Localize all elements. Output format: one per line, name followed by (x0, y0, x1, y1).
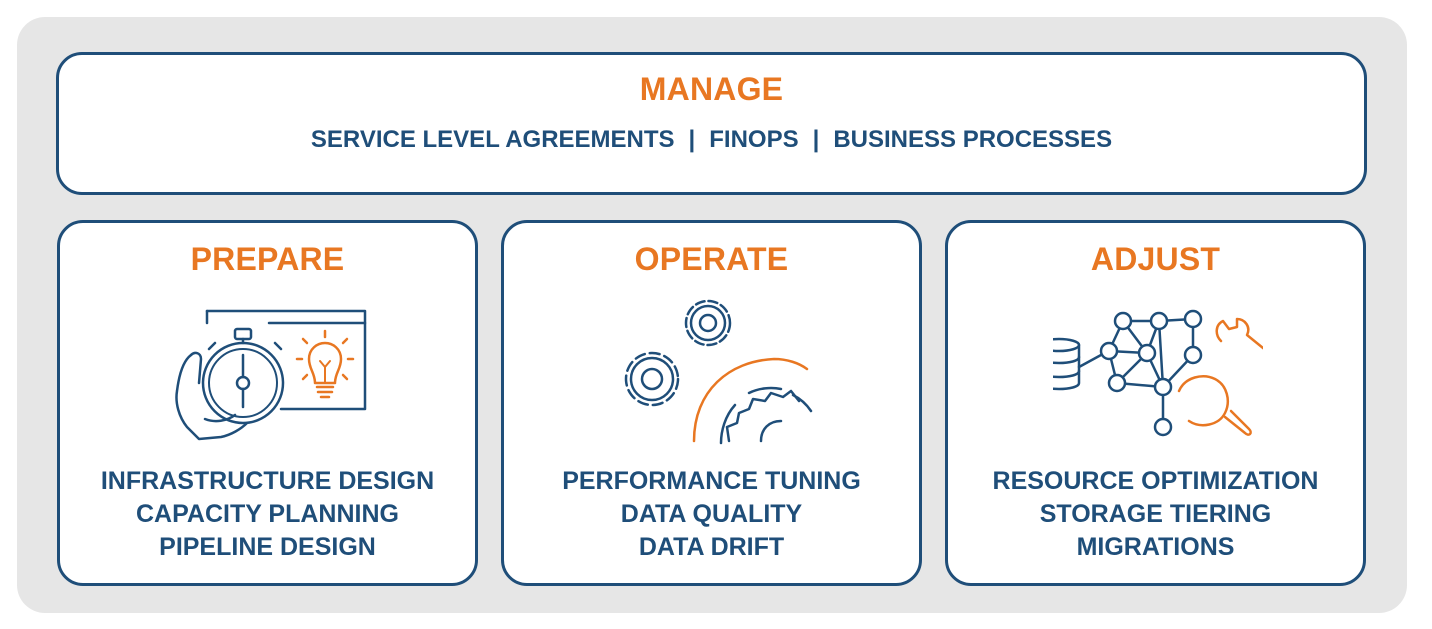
manage-item-business-processes: BUSINESS PROCESSES (833, 126, 1113, 153)
adjust-box: ADJUST RESOURCE OPTIMIZATION (945, 220, 1366, 586)
adjust-items: RESOURCE OPTIMIZATION STORAGE TIERING MI… (948, 465, 1363, 564)
adjust-title: ADJUST (1090, 241, 1221, 277)
stopwatch-lightbulb-icon (175, 309, 367, 441)
list-item: MIGRATIONS (1076, 533, 1235, 561)
manage-box: MANAGE SERVICE LEVEL AGREEMENTS | FINOPS | B… (56, 52, 1367, 195)
list-item: DATA DRIFT (638, 533, 785, 561)
list-item: DATA QUALITY (620, 500, 803, 528)
list-item: PIPELINE DESIGN (159, 533, 376, 561)
list-item: RESOURCE OPTIMIZATION (992, 467, 1319, 495)
prepare-items: INFRASTRUCTURE DESIGN CAPACITY PLANNING … (60, 465, 475, 564)
manage-items: SERVICE LEVEL AGREEMENTS | FINOPS | BUSINESS… (59, 126, 1364, 154)
operate-title: OPERATE (634, 241, 789, 277)
operate-box: OPERATE PERFORMANCE TUNING DATA QUALITY … (501, 220, 922, 586)
gears-icon (624, 299, 813, 445)
list-item: STORAGE TIERING (1039, 500, 1272, 528)
manage-title: MANAGE (639, 71, 784, 107)
manage-item-sla: SERVICE LEVEL AGREEMENTS (310, 126, 675, 153)
manage-item-finops: FINOPS (709, 126, 799, 153)
list-item: PERFORMANCE TUNING (562, 467, 861, 495)
network-database-wrench-icon (1053, 309, 1263, 437)
prepare-box: PREPARE INFRASTRUCTURE DESIGN CAPACITY P… (57, 220, 478, 586)
operate-items: PERFORMANCE TUNING DATA QUALITY DATA DRI… (504, 465, 919, 564)
list-item: INFRASTRUCTURE DESIGN (100, 467, 435, 495)
list-item: CAPACITY PLANNING (136, 500, 399, 528)
separator: | (688, 126, 696, 153)
separator: | (812, 126, 820, 153)
prepare-title: PREPARE (190, 241, 345, 277)
